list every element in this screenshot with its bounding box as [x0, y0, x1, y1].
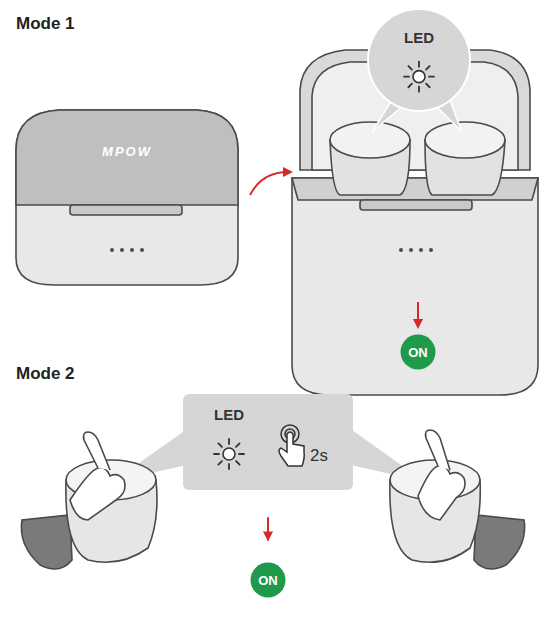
panel-shape: [183, 394, 353, 490]
led-light-icon: [214, 439, 244, 469]
duration-label: 2s: [310, 446, 328, 466]
closed-case: [16, 110, 238, 285]
led-callout: LED: [367, 8, 471, 112]
transition-arrow: [250, 172, 288, 195]
result-arrow: [267, 517, 269, 540]
on-badge: ON: [400, 334, 436, 370]
led-callout-panel: LED 2s: [183, 394, 353, 490]
brand-logo: MPOW: [102, 144, 152, 159]
led-light-icon: [404, 62, 434, 92]
on-badge: ON: [250, 562, 286, 598]
mode-heading: Mode 1: [16, 14, 75, 34]
bubble-shape: [367, 8, 471, 112]
mode-heading: Mode 2: [16, 364, 75, 384]
status-text: ON: [258, 573, 278, 588]
result-arrow: [417, 302, 419, 324]
right-earbud: [390, 430, 525, 569]
left-earbud: [21, 432, 157, 569]
press-hold-icon: [279, 425, 304, 466]
led-label: LED: [404, 29, 434, 46]
led-label: LED: [214, 406, 244, 423]
status-text: ON: [408, 345, 428, 360]
